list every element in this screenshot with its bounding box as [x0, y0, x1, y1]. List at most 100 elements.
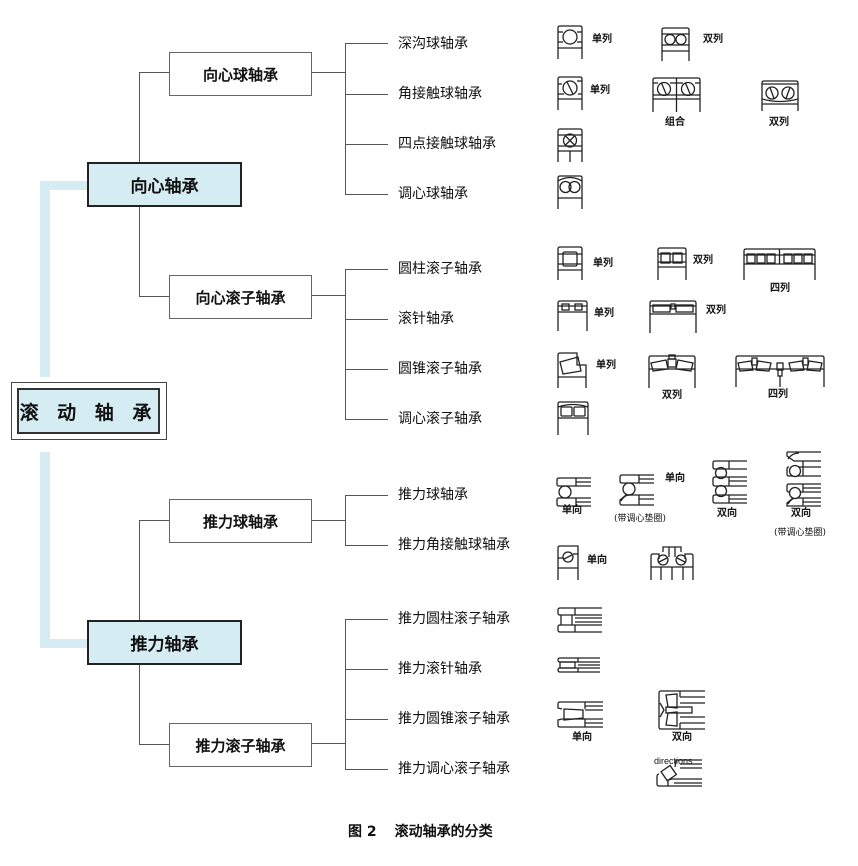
type-cylindrical-roller[interactable]: 圆柱滚子轴承 — [398, 261, 482, 277]
variant-label: 单列 — [596, 360, 616, 371]
category-label: 推力轴承 — [130, 635, 199, 655]
variant-label: 单向 — [587, 555, 607, 566]
root-node-frame: 滚 动 轴 承 — [11, 382, 167, 440]
subgroup-radial-roller[interactable]: 向心滚子轴承 — [169, 275, 312, 319]
type-deep-groove-ball[interactable]: 深沟球轴承 — [398, 36, 468, 52]
tapered-roller-four-row-icon — [735, 353, 825, 387]
connector — [139, 296, 169, 297]
connector — [139, 72, 169, 73]
type-thrust-tapered-roller[interactable]: 推力圆锥滚子轴承 — [398, 711, 510, 727]
variant-label: 双向 — [672, 732, 692, 743]
angular-contact-ball-paired-icon — [652, 77, 701, 112]
connector — [345, 495, 346, 546]
needle-roller-single-row-icon — [557, 300, 588, 331]
deep-groove-ball-single-row-icon — [557, 25, 583, 59]
subgroup-label: 向心滚子轴承 — [195, 288, 286, 307]
connector — [312, 72, 346, 73]
subgroup-thrust-ball[interactable]: 推力球轴承 — [169, 499, 312, 543]
thrust-angular-contact-ball-single-icon — [557, 545, 579, 580]
connector — [345, 144, 388, 145]
connector — [345, 619, 388, 620]
connector — [139, 744, 169, 745]
needle-roller-double-row-icon — [649, 300, 697, 333]
stray-overlay-text: directions — [654, 756, 693, 766]
cylindrical-roller-single-row-icon — [557, 246, 583, 280]
type-tapered-roller[interactable]: 圆锥滚子轴承 — [398, 361, 482, 377]
tapered-roller-single-row-icon — [557, 352, 587, 388]
root-bracket-lower-vertical — [40, 452, 50, 648]
root-bracket-lower-horizontal — [40, 639, 90, 648]
thrust-ball-single-direction-icon — [556, 477, 591, 507]
variant-label: 单列 — [593, 258, 613, 269]
root-node[interactable]: 滚 动 轴 承 — [17, 388, 160, 434]
type-angular-contact-ball[interactable]: 角接触球轴承 — [398, 86, 482, 102]
variant-label: 双列 — [706, 305, 726, 316]
type-thrust-spherical-roller[interactable]: 推力调心滚子轴承 — [398, 761, 510, 777]
connector — [345, 43, 346, 194]
connector — [139, 665, 140, 744]
thrust-ball-single-direction-aligning-washer-icon — [619, 473, 654, 506]
variant-label: 双列 — [769, 117, 789, 128]
connector — [345, 269, 388, 270]
connector — [345, 769, 388, 770]
type-thrust-angular-contact-ball[interactable]: 推力角接触球轴承 — [398, 537, 510, 553]
subgroup-radial-ball[interactable]: 向心球轴承 — [169, 52, 312, 96]
figure-number: 图 2 — [348, 824, 377, 840]
connector — [345, 319, 388, 320]
connector — [345, 194, 388, 195]
connector — [139, 72, 140, 162]
thrust-cylindrical-roller-icon — [557, 607, 602, 633]
spherical-roller-icon — [557, 401, 589, 435]
connector — [139, 520, 169, 521]
cylindrical-roller-double-row-icon — [657, 247, 687, 280]
type-self-aligning-ball[interactable]: 调心球轴承 — [398, 186, 468, 202]
angular-contact-ball-single-row-icon — [557, 76, 583, 110]
type-thrust-cylindrical-roller[interactable]: 推力圆柱滚子轴承 — [398, 611, 510, 627]
connector — [345, 269, 346, 419]
connector — [345, 43, 388, 44]
variant-label: 单列 — [590, 85, 610, 96]
connector — [345, 545, 388, 546]
variant-note: (带调心垫圈) — [774, 528, 827, 538]
figure-title: 滚动轴承的分类 — [394, 824, 493, 840]
category-thrust-bearing[interactable]: 推力轴承 — [87, 620, 242, 665]
variant-label: 单向 — [562, 505, 582, 516]
connector — [312, 295, 346, 296]
type-needle-roller[interactable]: 滚针轴承 — [398, 311, 454, 327]
category-label: 向心轴承 — [130, 177, 199, 197]
connector — [345, 719, 388, 720]
connector — [345, 369, 388, 370]
variant-label: 双列 — [693, 255, 713, 266]
tapered-roller-double-row-icon — [648, 353, 696, 388]
variant-label: 单向 — [665, 473, 685, 484]
type-thrust-needle-roller[interactable]: 推力滚针轴承 — [398, 661, 482, 677]
connector — [345, 495, 388, 496]
cylindrical-roller-four-row-icon — [743, 248, 816, 280]
variant-label: 双向 — [791, 508, 811, 519]
root-bracket-upper-vertical — [40, 181, 50, 377]
subgroup-label: 推力滚子轴承 — [195, 736, 286, 755]
connector — [139, 207, 140, 296]
variant-label: 单列 — [592, 34, 612, 45]
deep-groove-ball-double-row-icon — [661, 27, 690, 61]
four-point-contact-ball-icon — [557, 128, 583, 162]
thrust-tapered-roller-double-icon — [658, 690, 705, 730]
variant-label: 双列 — [662, 390, 682, 401]
category-radial-bearing[interactable]: 向心轴承 — [87, 162, 242, 207]
self-aligning-ball-icon — [557, 175, 583, 209]
thrust-ball-double-direction-aligning-washer-icon — [786, 451, 821, 507]
thrust-tapered-roller-single-icon — [557, 701, 603, 728]
variant-label: 组合 — [665, 117, 685, 128]
type-thrust-ball[interactable]: 推力球轴承 — [398, 487, 468, 503]
subgroup-thrust-roller[interactable]: 推力滚子轴承 — [169, 723, 312, 767]
variant-label: 四列 — [770, 283, 790, 294]
type-spherical-roller[interactable]: 调心滚子轴承 — [398, 411, 482, 427]
connector — [312, 520, 346, 521]
subgroup-label: 向心球轴承 — [202, 65, 278, 84]
thrust-ball-double-direction-icon — [712, 460, 747, 504]
connector — [345, 669, 388, 670]
connector — [345, 619, 346, 770]
thrust-angular-contact-ball-double-icon — [650, 545, 694, 580]
variant-label: 单列 — [594, 308, 614, 319]
type-four-point-contact-ball[interactable]: 四点接触球轴承 — [398, 136, 496, 152]
